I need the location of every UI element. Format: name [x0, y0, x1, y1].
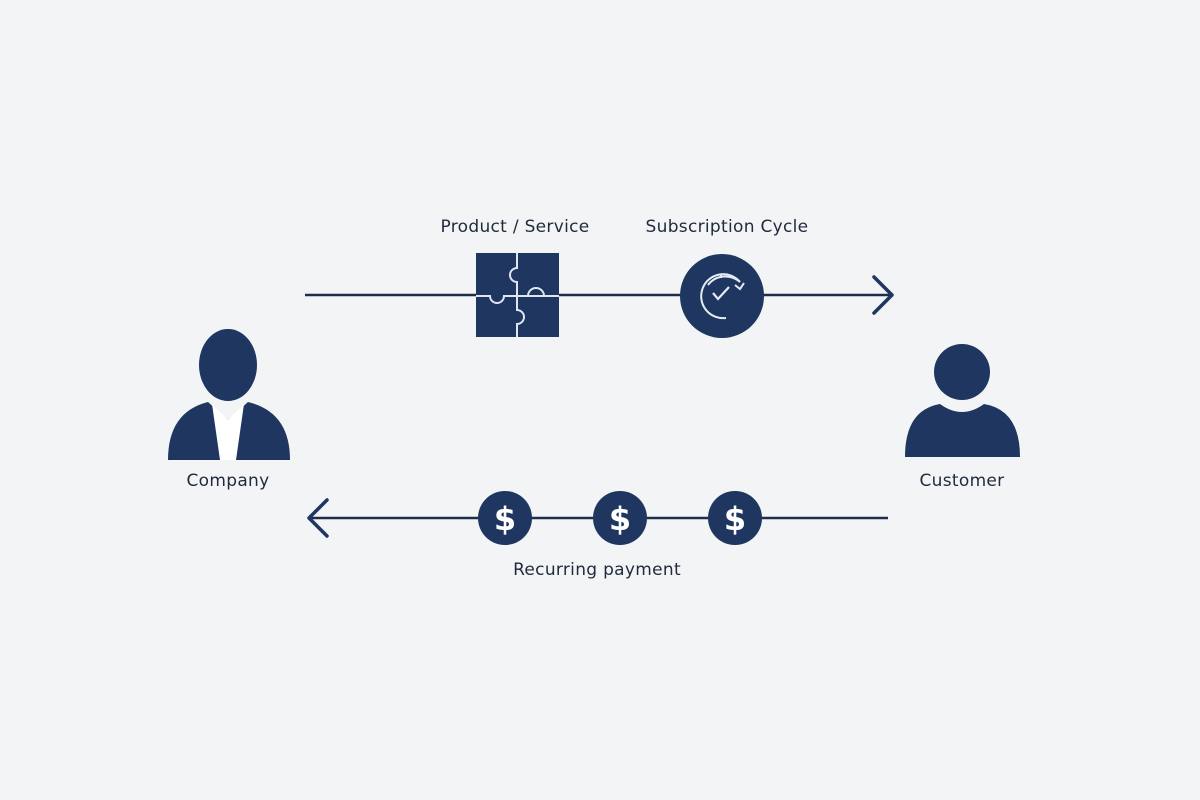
recurring-payment-label: Recurring payment [513, 560, 681, 580]
customer-person-icon [905, 344, 1020, 457]
dollar-coin-icon: $ [708, 491, 762, 545]
subscription-cycle-label: Subscription Cycle [646, 217, 809, 237]
product-service-label: Product / Service [440, 217, 589, 237]
arrow-left-icon [307, 498, 329, 538]
dollar-coin-icon: $ [593, 491, 647, 545]
dollar-symbol: $ [724, 500, 746, 538]
arrow-right-icon [872, 275, 894, 315]
company-person-icon [168, 329, 290, 460]
company-label: Company [187, 471, 270, 491]
dollar-symbol: $ [494, 500, 516, 538]
puzzle-icon [476, 253, 559, 337]
dollar-coin-icon: $ [478, 491, 532, 545]
clock-cycle-icon [680, 254, 764, 338]
customer-label: Customer [920, 471, 1005, 491]
dollar-symbol: $ [609, 500, 631, 538]
